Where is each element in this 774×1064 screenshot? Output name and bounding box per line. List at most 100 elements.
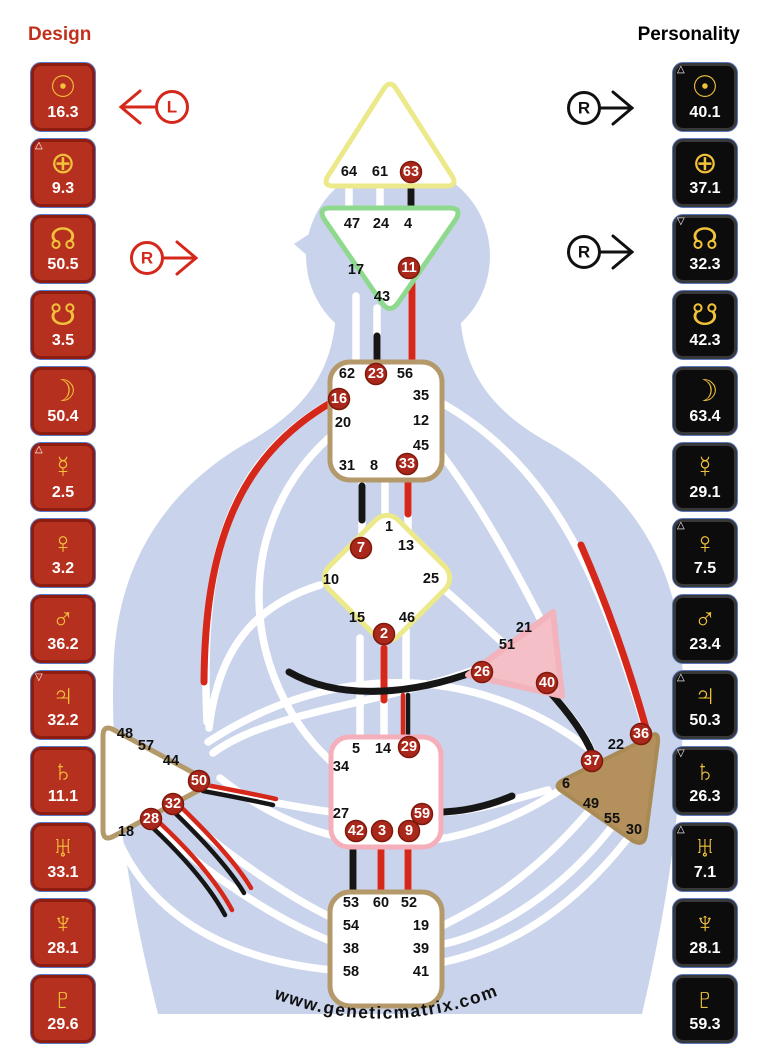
- gate-23: 23: [368, 366, 384, 382]
- gate-line-value: 40.1: [689, 103, 721, 121]
- saturn-icon: ♄: [693, 754, 717, 788]
- right-arrowhead-icon: [611, 234, 635, 270]
- gate-45: 45: [413, 438, 429, 454]
- design-uranus-card[interactable]: ♅ 33.1: [30, 822, 96, 892]
- gate-36: 36: [633, 726, 649, 742]
- sun-icon: ☉: [691, 70, 719, 104]
- gate-40-dot: [535, 671, 559, 695]
- gate-line-value: 63.4: [689, 407, 721, 425]
- design-sun-card[interactable]: ☉ 16.3: [30, 62, 96, 132]
- fixing-marker: ▽: [677, 748, 685, 759]
- gate-37-dot: [580, 749, 604, 773]
- earth-icon: ⊕: [692, 146, 718, 180]
- right-arrowhead-icon: [175, 240, 199, 276]
- gate-49: 49: [583, 796, 599, 812]
- design-jupiter-card[interactable]: ▽ ♃ 32.2: [30, 670, 96, 740]
- design-mars-card[interactable]: ♂ 36.2: [30, 594, 96, 664]
- design-right-arrow-letter: R: [141, 249, 153, 268]
- gate-2: 2: [380, 626, 388, 642]
- gate-32: 32: [165, 796, 181, 812]
- personality-south-node-card[interactable]: ☋ 42.3: [672, 290, 738, 360]
- personality-planet-column: △ ☉ 40.1 ⊕ 37.1 ▽ ☊ 32.3 ☋ 42.3 ☽ 63.4 ☿…: [672, 62, 738, 1044]
- fixing-marker: △: [677, 520, 685, 531]
- gate-25: 25: [423, 571, 439, 587]
- gate-53: 53: [343, 895, 359, 911]
- gate-46: 46: [399, 610, 415, 626]
- gate-18: 18: [118, 824, 134, 840]
- design-south-node-card[interactable]: ☋ 3.5: [30, 290, 96, 360]
- personality-saturn-card[interactable]: ▽ ♄ 26.3: [672, 746, 738, 816]
- personality-top-arrow: R: [567, 90, 635, 126]
- personality-earth-card[interactable]: ⊕ 37.1: [672, 138, 738, 208]
- gate-38: 38: [343, 941, 359, 957]
- head-center: [323, 81, 457, 189]
- personality-mars-card[interactable]: ♂ 23.4: [672, 594, 738, 664]
- gate-31: 31: [339, 458, 355, 474]
- gate-44: 44: [163, 753, 179, 769]
- personality-moon-card[interactable]: ☽ 63.4: [672, 366, 738, 436]
- gate-7: 7: [357, 540, 365, 556]
- gate-line-value: 50.3: [689, 711, 721, 729]
- sun-icon: ☉: [49, 70, 77, 104]
- gate-5: 5: [352, 741, 360, 757]
- personality-neptune-card[interactable]: ♆ 28.1: [672, 898, 738, 968]
- gate-37: 37: [584, 753, 600, 769]
- personality-jupiter-card[interactable]: △ ♃ 50.3: [672, 670, 738, 740]
- gate-line-value: 28.1: [47, 939, 79, 957]
- gate-29-dot: [397, 735, 421, 759]
- design-venus-card[interactable]: ♀ 3.2: [30, 518, 96, 588]
- mars-icon: ♂: [51, 602, 75, 636]
- gate-line-value: 42.3: [689, 331, 721, 349]
- design-mercury-card[interactable]: △ ☿ 2.5: [30, 442, 96, 512]
- fixing-marker: △: [677, 672, 685, 683]
- design-north-node-card[interactable]: ☊ 50.5: [30, 214, 96, 284]
- gate-2-dot: [372, 622, 396, 646]
- gate-line-value: 37.1: [689, 179, 721, 197]
- gate-51: 51: [499, 637, 515, 653]
- neptune-icon: ♆: [693, 906, 717, 940]
- gate-line-value: 29.1: [689, 483, 721, 501]
- north-node-icon: ☊: [49, 222, 77, 256]
- gate-64: 64: [341, 164, 357, 180]
- gate-3-dot: [370, 819, 394, 843]
- gate-19: 19: [413, 918, 429, 934]
- saturn-icon: ♄: [51, 754, 75, 788]
- gate-line-value: 9.3: [51, 179, 75, 197]
- mars-icon: ♂: [693, 602, 717, 636]
- gate-line-value: 2.5: [51, 483, 75, 501]
- personality-pluto-card[interactable]: ♇ 59.3: [672, 974, 738, 1044]
- pluto-icon: ♇: [693, 982, 717, 1016]
- design-neptune-card[interactable]: ♆ 28.1: [30, 898, 96, 968]
- gate-9: 9: [405, 823, 413, 839]
- gate-26: 26: [474, 664, 490, 680]
- personality-sun-card[interactable]: △ ☉ 40.1: [672, 62, 738, 132]
- earth-icon: ⊕: [50, 146, 76, 180]
- gate-20: 20: [335, 415, 351, 431]
- gate-33: 33: [399, 456, 415, 472]
- personality-header: Personality: [637, 24, 740, 45]
- gate-6: 6: [562, 776, 570, 792]
- gate-39: 39: [413, 941, 429, 957]
- design-moon-card[interactable]: ☽ 50.4: [30, 366, 96, 436]
- gate-24: 24: [373, 216, 389, 232]
- gate-50-dot: [187, 769, 211, 793]
- gate-line-value: 50.4: [47, 407, 79, 425]
- design-right-arrow: R: [130, 240, 199, 276]
- design-left-arrow: L: [118, 89, 189, 125]
- design-saturn-card[interactable]: ♄ 11.1: [30, 746, 96, 816]
- personality-north-node-card[interactable]: ▽ ☊ 32.3: [672, 214, 738, 284]
- personality-venus-card[interactable]: △ ♀ 7.5: [672, 518, 738, 588]
- mercury-icon: ☿: [51, 450, 75, 484]
- gate-42-dot: [344, 819, 368, 843]
- gate-34: 34: [333, 759, 349, 775]
- gate-line-value: 36.2: [47, 635, 79, 653]
- uranus-icon: ♅: [51, 830, 75, 864]
- south-node-icon: ☋: [691, 298, 719, 332]
- right-arrowhead-icon: [611, 90, 635, 126]
- personality-uranus-card[interactable]: △ ♅ 7.1: [672, 822, 738, 892]
- design-pluto-card[interactable]: ♇ 29.6: [30, 974, 96, 1044]
- personality-mercury-card[interactable]: ☿ 29.1: [672, 442, 738, 512]
- fixing-marker: ▽: [35, 672, 43, 683]
- gate-59-dot: [410, 802, 434, 826]
- design-earth-card[interactable]: △ ⊕ 9.3: [30, 138, 96, 208]
